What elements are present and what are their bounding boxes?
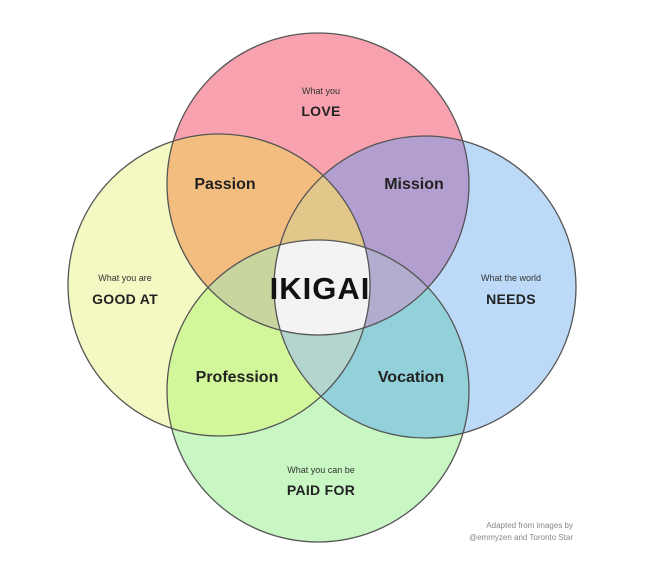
paid-for-label: PAID FOR bbox=[287, 482, 355, 498]
paid-for-caption: What you can be bbox=[287, 465, 355, 475]
zone-vocation: Vocation bbox=[378, 369, 444, 386]
outline-needs bbox=[273, 135, 577, 439]
zone-passion: Passion bbox=[194, 176, 255, 193]
outline-good-at bbox=[67, 133, 371, 437]
zone-mission: Mission bbox=[384, 176, 444, 193]
credit-line-1: Adapted from images by bbox=[486, 521, 573, 530]
good-at-label: GOOD AT bbox=[92, 291, 158, 307]
overlap-paid-needs-good bbox=[274, 240, 370, 436]
love-caption: What you bbox=[302, 86, 340, 96]
love-label: LOVE bbox=[301, 103, 340, 119]
ikigai-center-label: IKIGAI bbox=[270, 271, 371, 306]
good-at-caption: What you are bbox=[98, 273, 152, 283]
needs-label: NEEDS bbox=[486, 291, 536, 307]
credit-line-2: @emmyzen and Toronto Star bbox=[469, 533, 573, 542]
outline-love bbox=[166, 32, 470, 336]
zone-profession: Profession bbox=[196, 369, 279, 386]
outline-paid-for bbox=[166, 239, 470, 543]
needs-caption: What the world bbox=[481, 273, 541, 283]
